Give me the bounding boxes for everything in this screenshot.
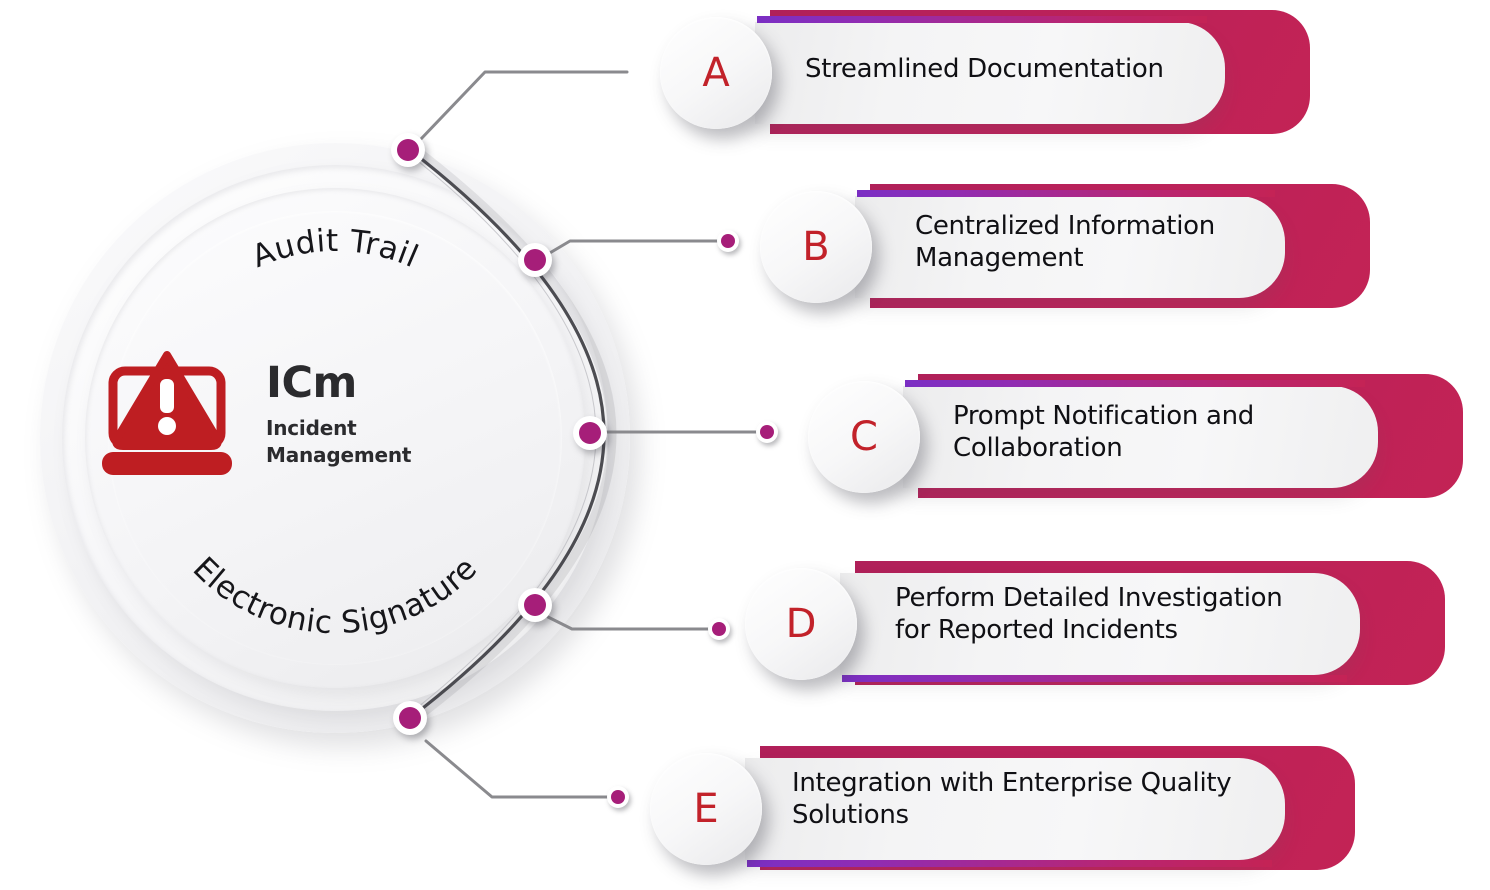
arc-node-d[interactable] [518, 588, 552, 622]
card-node-c[interactable] [756, 421, 778, 443]
item-accent-b [857, 190, 1275, 197]
item-row-e[interactable]: Integration with Enterprise Quality Solu… [650, 740, 1355, 890]
card-node-d[interactable] [708, 618, 730, 640]
item-accent-a [757, 16, 1207, 23]
item-label-e: Integration with Enterprise Quality Solu… [792, 768, 1232, 830]
item-accent-d [842, 675, 1347, 682]
item-label-a: Streamlined Documentation [805, 54, 1164, 84]
item-badge-e[interactable]: E [650, 753, 762, 865]
arc-node-e[interactable] [393, 701, 427, 735]
hub-wordmark: ICm Incident Management [266, 362, 411, 468]
laptop-warning-icon [102, 351, 232, 475]
item-card-a[interactable] [755, 22, 1225, 124]
item-row-c[interactable]: Prompt Notification and Collaboration C [808, 368, 1468, 518]
arc-node-a[interactable] [391, 133, 425, 167]
item-badge-d[interactable]: D [745, 568, 857, 680]
hub-subtitle-line-2: Management [266, 442, 412, 467]
hub-content: ICm Incident Management [100, 325, 500, 505]
item-label-d: Perform Detailed Investigation for Repor… [895, 583, 1283, 645]
hub-title: ICm [266, 358, 357, 409]
hub-subtitle-line-1: Incident [266, 416, 357, 441]
item-label-c: Prompt Notification and Collaboration [953, 401, 1254, 463]
item-row-d[interactable]: Perform Detailed Investigation for Repor… [745, 555, 1445, 705]
item-row-a[interactable]: Streamlined Documentation A [660, 4, 1320, 154]
item-card-d[interactable] [840, 573, 1360, 675]
item-accent-c [905, 380, 1365, 387]
item-accent-e [747, 860, 1272, 867]
item-badge-c[interactable]: C [808, 381, 920, 493]
item-badge-a[interactable]: A [660, 17, 772, 129]
item-label-b: Centralized Information Management [915, 211, 1215, 273]
item-row-b[interactable]: Centralized Information Management B [760, 178, 1380, 328]
card-node-e[interactable] [607, 786, 629, 808]
item-card-e[interactable] [745, 758, 1285, 860]
item-card-c[interactable] [903, 386, 1378, 488]
item-badge-b[interactable]: B [760, 191, 872, 303]
item-card-b[interactable] [855, 196, 1285, 298]
card-node-b[interactable] [717, 230, 739, 252]
arc-node-b[interactable] [518, 243, 552, 277]
arc-node-c[interactable] [573, 416, 607, 450]
